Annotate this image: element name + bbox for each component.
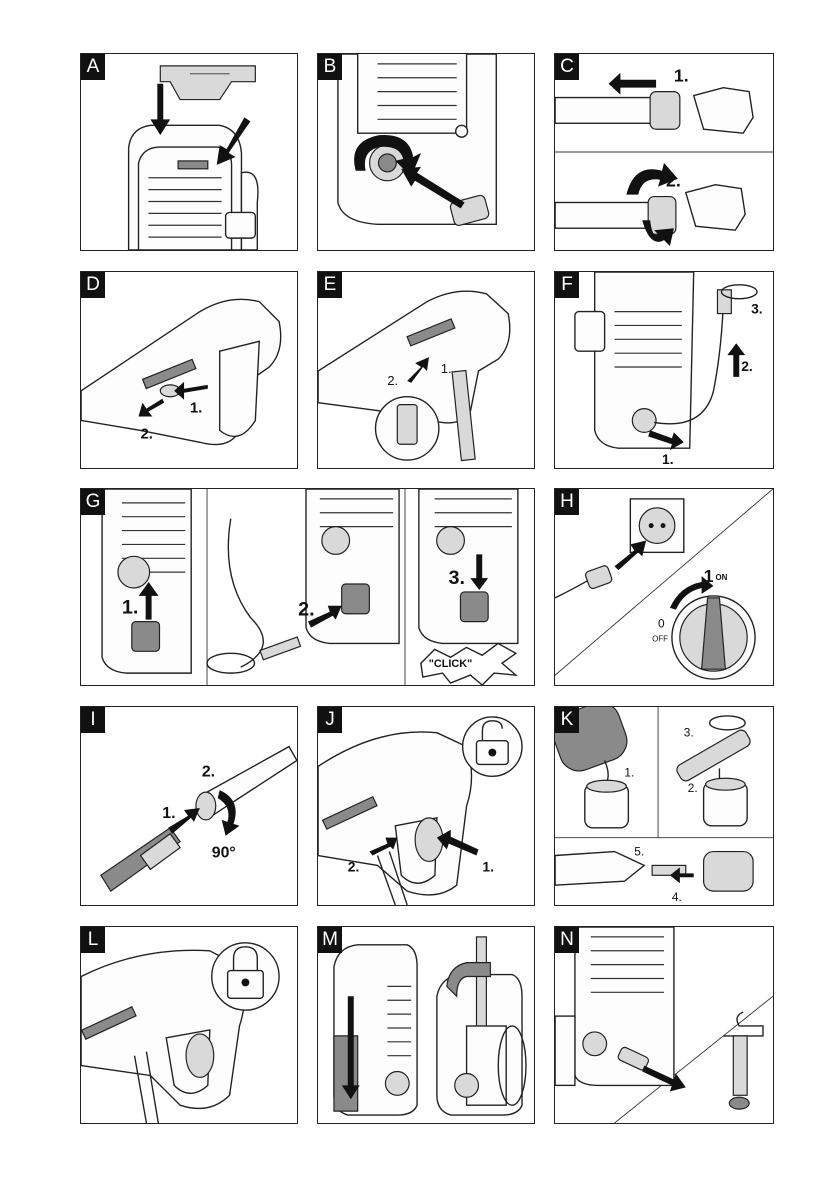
panel-letter: I	[81, 707, 105, 733]
panel-letter: M	[318, 927, 342, 953]
panel-letter: L	[81, 927, 105, 953]
step-label: 2.	[348, 858, 360, 874]
step-label: 3.	[684, 726, 694, 740]
step-label: 2.	[688, 781, 698, 795]
illustration-lock-trigger	[81, 927, 297, 1123]
figure-panel-n: N	[554, 926, 774, 1124]
step-label: 5.	[634, 845, 644, 859]
step-label: 1.	[624, 765, 634, 779]
step-label: 2.	[298, 599, 315, 621]
step-label: 3.	[449, 567, 466, 589]
panel-letter: K	[555, 707, 579, 733]
panel-letter: F	[555, 272, 579, 298]
switch-on-label: 1	[704, 566, 714, 586]
figure-panel-g: G 1. 2. 3. "CLICK"	[80, 488, 535, 686]
panel-letter: N	[555, 927, 579, 953]
illustration-clean-water-filter	[555, 927, 773, 1123]
panel-letter: G	[81, 489, 105, 515]
step-label: 2.	[666, 171, 681, 191]
panel-letter: B	[318, 54, 342, 80]
figure-panel-d: D 1. 2.	[80, 271, 298, 469]
illustration-unlock-trigger: 1. 2.	[318, 707, 534, 905]
illustration-attach-handle-to-unit	[81, 54, 297, 250]
step-label: 2.	[140, 426, 152, 442]
illustration-storage	[318, 927, 534, 1123]
illustration-plug-in-and-switch-on: 1 ON 0 OFF	[555, 489, 773, 685]
step-label: 1.	[482, 858, 494, 874]
switch-off-sub: OFF	[652, 634, 668, 643]
illustration-connect-hose-adapter	[318, 54, 534, 250]
illustration-connect-water-supply: 1. 2. 3.	[555, 272, 773, 468]
figure-panel-f: F 1. 2. 3.	[554, 271, 774, 469]
figure-panel-h: H 1 ON 0 OFF	[554, 488, 774, 686]
panel-letter: A	[81, 54, 105, 80]
rotation-angle: 90°	[212, 844, 236, 861]
illustration-hose-nut-assembly: 1. 2.	[555, 54, 773, 250]
figure-panel-b: B	[317, 53, 535, 251]
panel-letter: H	[555, 489, 579, 515]
switch-off-label: 0	[658, 617, 665, 631]
step-label: 2.	[741, 358, 753, 374]
panel-letter: J	[318, 707, 342, 733]
switch-on-sub: ON	[715, 573, 727, 582]
step-label: 1.	[122, 597, 139, 619]
figure-panel-l: L	[80, 926, 298, 1124]
figure-panel-i: I 1. 2. 90°	[80, 706, 298, 906]
step-label: 1.	[190, 401, 202, 417]
figure-panel-e: E 2. 1.	[317, 271, 535, 469]
figure-panel-a: A	[80, 53, 298, 251]
illustration-detergent-nozzle: 1. 2. 3. 4. 5.	[555, 707, 773, 905]
padlock-open-icon	[463, 717, 522, 776]
figure-panel-c: C 1. 2.	[554, 53, 774, 251]
panel-letter: D	[81, 272, 105, 298]
illustration-insert-spray-lance: 2. 1.	[318, 272, 534, 468]
figure-panel-j: J 1. 2.	[317, 706, 535, 906]
illustration-trigger-gun-release: 1. 2.	[81, 272, 297, 468]
step-label: 1.	[162, 805, 175, 822]
step-label: 2.	[387, 373, 398, 388]
step-label: 1.	[441, 361, 452, 376]
step-label: 1.	[662, 451, 674, 467]
step-label: 1.	[674, 66, 689, 86]
figure-panel-m: M	[317, 926, 535, 1124]
illustration-connect-high-pressure-hose: 1. 2. 3. "CLICK"	[81, 489, 534, 685]
illustration-lance-rotate-90: 1. 2. 90°	[81, 707, 297, 905]
panel-letter: C	[555, 54, 579, 80]
padlock-closed-icon	[212, 943, 279, 1010]
step-label: 3.	[751, 301, 763, 317]
step-label: 4.	[672, 890, 682, 904]
figure-panel-k: K 1. 2. 3. 4. 5.	[554, 706, 774, 906]
panel-letter: E	[318, 272, 342, 298]
step-label: 2.	[202, 763, 215, 780]
click-callout: "CLICK"	[429, 658, 473, 670]
